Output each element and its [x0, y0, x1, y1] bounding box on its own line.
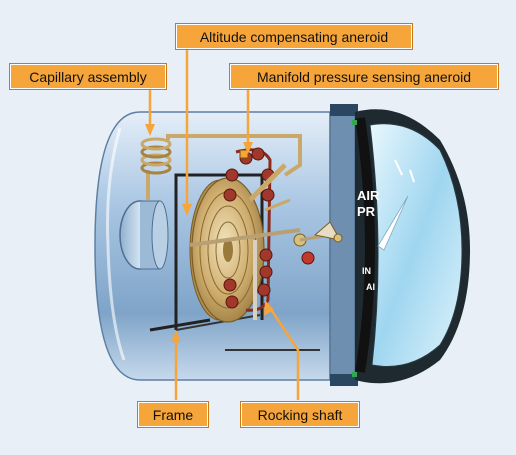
dial-text-line1: AIR	[357, 188, 380, 203]
leader-rocking-shaft	[266, 304, 300, 400]
capillary-coil	[140, 134, 302, 200]
gauge-dial	[352, 109, 470, 384]
callout-frame: Frame	[137, 401, 209, 428]
dial-text-line4: AI	[366, 282, 375, 292]
manifold-pressure-aneroid	[223, 147, 275, 312]
dial-text-line3: IN	[362, 266, 371, 276]
dial-text-line2: PR	[357, 204, 376, 219]
leader-lines	[145, 50, 300, 400]
rear-cylinder	[119, 200, 169, 270]
callout-manifold-aneroid: Manifold pressure sensing aneroid	[229, 63, 499, 90]
callout-capillary-assembly: Capillary assembly	[9, 63, 167, 90]
callout-altitude-aneroid: Altitude compensating aneroid	[175, 23, 413, 50]
dial-lettering: AIR PR IN AI	[357, 188, 380, 292]
rocking-shaft	[189, 163, 343, 320]
callout-rocking-shaft: Rocking shaft	[240, 401, 360, 428]
